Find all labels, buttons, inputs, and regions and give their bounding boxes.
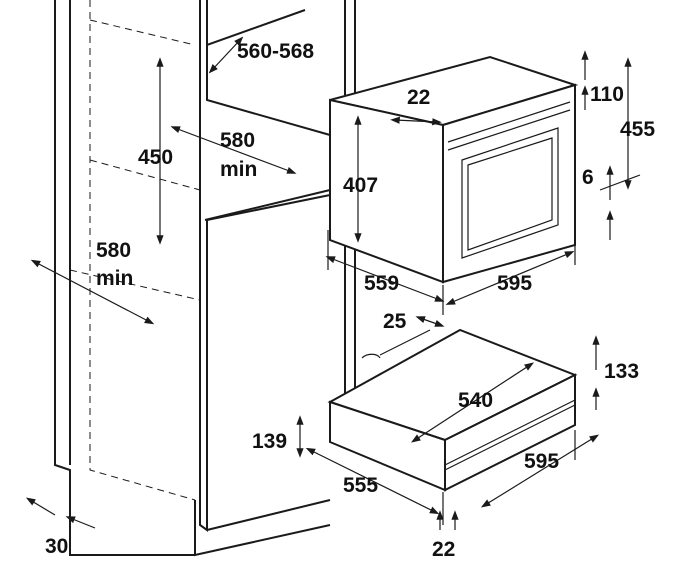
label-niche-height: 450 [138,146,173,169]
label-drawer-height-total: 133 [604,360,639,383]
label-oven-body-height: 407 [343,174,378,197]
label-drawer-recess: 22 [432,538,455,561]
dimension-lines [30,36,641,530]
label-drawer-depth-inner: 540 [458,389,493,412]
label-oven-recess: 22 [407,86,430,109]
label-plinth-offset: 30 [45,535,68,558]
label-oven-height-total: 455 [620,118,655,141]
label-cabinet-depth-upper-min: min [220,158,257,181]
label-drawer-body-height: 139 [252,430,287,453]
label-cabinet-depth-upper-value: 580 [220,129,255,152]
label-niche-width: 560-568 [237,40,314,63]
label-cabinet-depth-lower-min: min [96,267,133,290]
label-oven-depth: 559 [364,272,399,295]
label-drawer-width: 595 [524,450,559,473]
cabinet-front [194,0,356,557]
label-oven-top-gap: 110 [590,83,624,106]
label-drawer-depth: 555 [343,474,378,497]
label-connection-offset: 25 [383,310,407,333]
label-oven-bottom-gap: 6 [582,166,594,189]
label-cabinet-depth-lower-value: 580 [96,239,131,262]
label-oven-width: 595 [497,272,532,295]
oven [329,55,579,284]
